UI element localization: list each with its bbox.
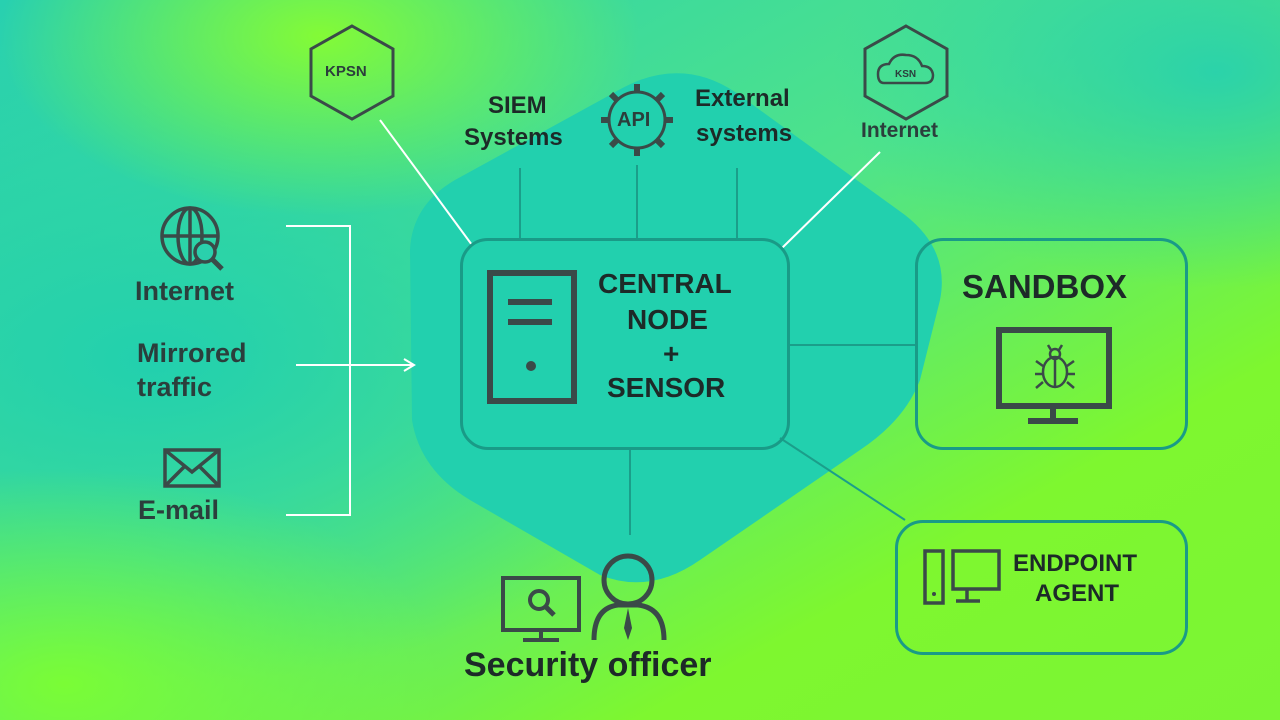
globe-search-icon [160,206,224,271]
external-label-1: External [695,85,790,112]
central-shape [410,73,942,583]
kpsn-hexagon-icon [309,24,395,121]
central-line-4: SENSOR [607,372,726,403]
central-node-box [460,238,790,450]
envelope-icon [163,448,221,488]
ksn-internet-label: Internet [861,119,939,142]
central-line-1: CENTRAL [598,268,732,299]
sandbox-box [915,238,1188,450]
monitor-search-icon [501,576,581,642]
ksn-hexagon-icon [863,24,949,121]
endpoint-agent-box [895,520,1188,655]
siem-label-1: SIEM [488,92,547,119]
central-line-2: NODE [627,304,708,335]
endpoint-line-1: ENDPOINT [1013,550,1138,577]
server-icon [487,270,577,404]
endpoint-line-2: AGENT [1035,580,1119,607]
sandbox-title: SANDBOX [962,268,1128,305]
security-officer-label: Security officer [464,646,712,684]
pc-icon [923,549,1001,605]
kpsn-label: KPSN [325,63,367,80]
ksn-label: KSN [895,69,917,80]
monitor-bug-icon [996,327,1112,424]
cloud-icon [876,53,935,85]
person-icon [591,553,667,641]
siem-label-2: Systems [464,124,563,151]
api-gear-icon [601,84,673,156]
source-email-label: E-mail [138,495,220,525]
source-mirrored-label-1: Mirrored [137,338,247,368]
api-label: API [617,109,651,131]
source-mirrored-label-2: traffic [137,372,213,402]
source-internet-label: Internet [135,276,235,306]
connectors [519,165,915,535]
white-connectors [286,119,881,516]
external-label-2: systems [696,120,793,147]
central-line-3: + [663,338,680,369]
